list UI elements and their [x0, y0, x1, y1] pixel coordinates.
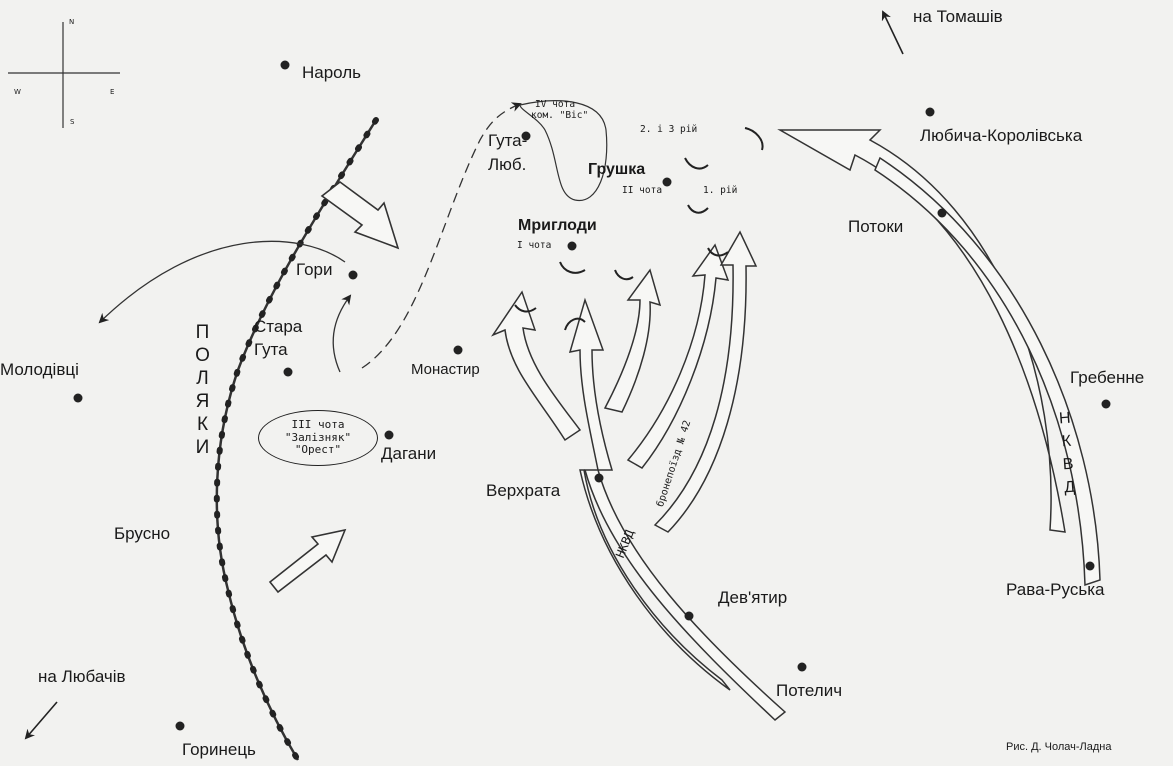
label-na-tomashiv: на Томашів [913, 7, 1003, 26]
label-guta-lyub-2: Люб. [488, 155, 527, 174]
unit-iii-oval: III чота "Залізняк" "Орест" [258, 410, 378, 466]
nkvd-column-east-outer [874, 156, 1101, 587]
railway-line [213, 117, 379, 763]
label-iii-chota: III чота [291, 418, 345, 432]
label-dagany: Дагани [381, 444, 437, 463]
label-monastyr: Монастир [411, 361, 480, 378]
label-grushka: Грушка [588, 161, 646, 178]
label-brusno: Брусно [114, 524, 171, 543]
attack-arrow-nkvd-long [579, 469, 731, 691]
arrow-stara-guta [332, 294, 352, 373]
label-na-lyubachiv: на Любачів [38, 667, 126, 686]
label-zalizniak: "Залізняк" [284, 430, 352, 444]
label-iv-chota-cmd: ком. "Віс" [531, 110, 589, 121]
arrow-to-tomashiv [881, 10, 904, 55]
attack-arrow-1 [490, 290, 582, 442]
unit-iv-outline [519, 100, 608, 201]
label-deviatyr: Дев'ятир [718, 588, 788, 607]
label-molodivtsi: Молодівці [0, 360, 79, 379]
hollow-arrow-northwest [268, 180, 400, 594]
compass-w: W [14, 88, 21, 96]
nkvd-column-lower [584, 469, 787, 721]
label-iv-chota: IV чота [535, 99, 576, 110]
label-hrebenne: Гребенне [1070, 368, 1145, 387]
label-potoky: Потоки [848, 217, 904, 236]
label-ii-chota: II чота [622, 185, 663, 196]
compass-n: N [69, 18, 75, 26]
label-gory: Гори [296, 260, 333, 279]
attack-arrow-3 [603, 268, 662, 413]
compass-e: E [110, 88, 115, 96]
label-guta: Гута [254, 340, 288, 359]
attack-arrow-5 [653, 230, 758, 533]
arrow-gory-west [98, 240, 346, 324]
position-symbols [514, 127, 764, 331]
label-potelych: Потелич [776, 681, 843, 700]
label-myhlody: Мриглоди [518, 217, 597, 234]
label-guta-lyub-1: Гута- [488, 131, 528, 150]
label-rii-1: 1. рій [703, 185, 738, 196]
label-stara: Стара [254, 317, 303, 336]
label-polyaky: П О Л Я К И [195, 322, 211, 458]
label-i-chota: I чота [517, 240, 552, 251]
attack-arrow-2 [568, 297, 614, 471]
credit: Рис. Д. Чолач-Ладна [1006, 741, 1112, 753]
nkvd-column-east [777, 129, 1066, 533]
label-rava-ruska: Рава-Руська [1006, 580, 1105, 599]
label-orest: "Орест" [294, 443, 342, 457]
label-horynets: Горинець [182, 740, 256, 759]
compass-s: S [70, 118, 75, 126]
attack-arrow-4 [626, 243, 730, 469]
arrow-to-lyubachiv [24, 701, 58, 740]
label-narol: Нароль [302, 63, 362, 82]
compass-icon [8, 22, 120, 128]
label-rii-2-3: 2. і 3 рій [640, 124, 698, 135]
dashed-route-guta [361, 102, 522, 369]
label-verkhrata: Верхрата [486, 481, 561, 500]
label-lyubycha: Любича-Королівська [920, 126, 1083, 145]
town-dots [73, 60, 1111, 731]
